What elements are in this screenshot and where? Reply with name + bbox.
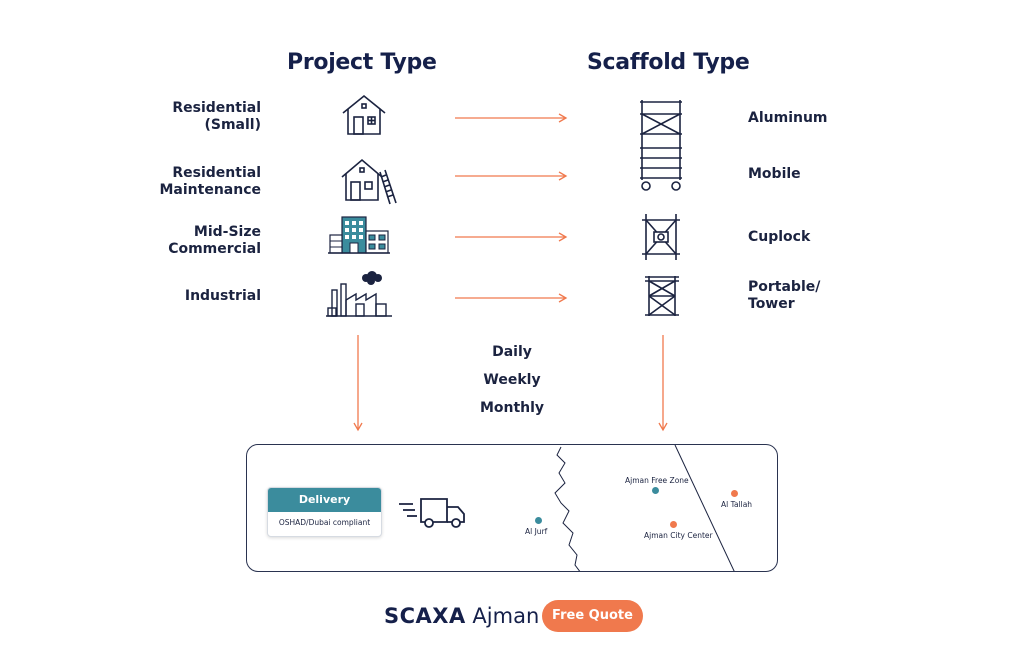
scaffold-label-line2: Tower bbox=[748, 296, 795, 312]
location-label-ajman-free-zone: Ajman Free Zone bbox=[625, 476, 689, 485]
tower-scaffold-icon bbox=[645, 276, 679, 316]
location-label-al-jurf: Al Jurf bbox=[525, 527, 548, 536]
scaffold-label-line1: Cuplock bbox=[748, 229, 811, 245]
project-label-line1: Industrial bbox=[184, 288, 261, 304]
project-label-line2: Maintenance bbox=[159, 182, 261, 198]
project-label-line1: Mid-Size bbox=[193, 224, 261, 240]
map-lines bbox=[554, 445, 735, 571]
brand-name: SCAXA bbox=[384, 604, 466, 628]
delivery-card: Delivery OSHAD/Dubai compliant bbox=[267, 487, 382, 537]
scaffold-label-line1: Portable/ bbox=[748, 279, 821, 295]
location-dot-al-tallah bbox=[731, 490, 738, 497]
project-type-residential-small: Residential (Small) bbox=[140, 100, 261, 134]
project-label-line1: Residential bbox=[172, 165, 261, 181]
house-icon bbox=[342, 94, 386, 135]
scaffold-type-portable-tower: Portable/ Tower bbox=[748, 279, 820, 313]
project-type-industrial: Industrial bbox=[140, 288, 261, 305]
location-dot-ajman-free-zone bbox=[652, 487, 659, 494]
factory-icon bbox=[326, 271, 392, 317]
free-quote-button[interactable]: Free Quote bbox=[542, 600, 643, 632]
delivery-map-panel: Delivery OSHAD/Dubai compliant Ajman Fre… bbox=[246, 444, 778, 572]
coastline bbox=[554, 446, 581, 571]
rental-period-monthly: Monthly bbox=[479, 400, 545, 416]
road-line bbox=[674, 445, 735, 571]
location-label-al-tallah: Al Tallah bbox=[721, 500, 753, 509]
location-label-ajman-city-center: Ajman City Center bbox=[644, 531, 713, 540]
rental-period-daily: Daily bbox=[492, 344, 532, 360]
location-dot-ajman-city-center bbox=[670, 521, 677, 528]
location-dot-al-jurf bbox=[535, 517, 542, 524]
project-type-mid-size-commercial: Mid-Size Commercial bbox=[140, 224, 261, 258]
scaffold-label-line1: Mobile bbox=[748, 166, 801, 182]
cuplock-scaffold-icon bbox=[642, 214, 680, 260]
brand-logo: SCAXA Ajman bbox=[384, 604, 539, 628]
delivery-title: Delivery bbox=[268, 488, 381, 512]
scaffold-type-cuplock: Cuplock bbox=[748, 229, 810, 246]
project-label-line1: Residential bbox=[172, 100, 261, 116]
scaffold-type-heading: Scaffold Type bbox=[587, 50, 750, 75]
project-type-heading: Project Type bbox=[287, 50, 437, 75]
delivery-compliance: OSHAD/Dubai compliant bbox=[278, 518, 371, 527]
brand-city: Ajman bbox=[472, 604, 540, 628]
scaffold-type-aluminum: Aluminum bbox=[748, 110, 828, 127]
delivery-truck-icon bbox=[399, 498, 465, 528]
rental-period-weekly: Weekly bbox=[483, 372, 541, 388]
project-label-line2: Commercial bbox=[168, 241, 261, 257]
house-ladder-icon bbox=[341, 158, 397, 205]
office-building-icon bbox=[328, 216, 390, 254]
project-label-line2: (Small) bbox=[204, 117, 261, 133]
project-type-residential-maintenance: Residential Maintenance bbox=[140, 165, 261, 199]
scaffold-type-mobile: Mobile bbox=[748, 166, 801, 183]
scaffold-label-line1: Aluminum bbox=[748, 110, 828, 126]
tall-scaffold-icon bbox=[640, 100, 682, 191]
